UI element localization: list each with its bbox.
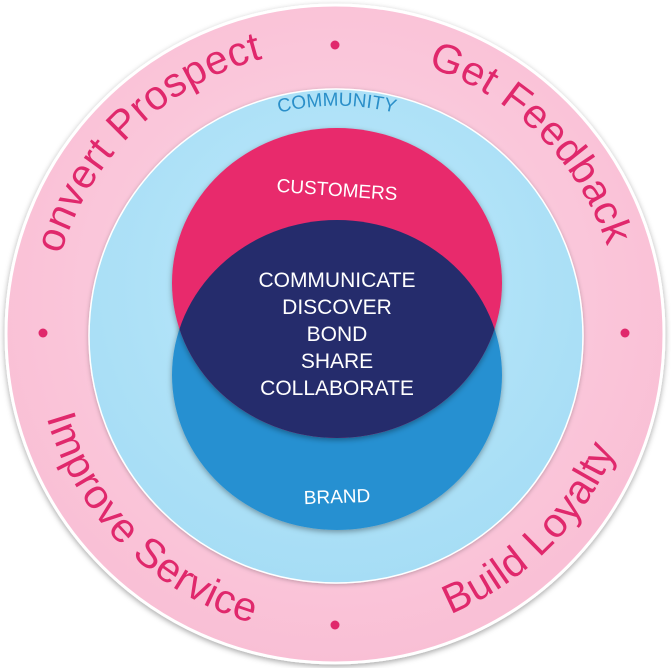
ring-dot-top <box>330 40 340 50</box>
ring-dot-bottom <box>330 620 340 630</box>
ring-dot-right <box>620 328 630 338</box>
ring-dot-left <box>38 328 48 338</box>
center-line-bond: BOND <box>307 323 368 346</box>
center-line-share: SHARE <box>301 350 373 373</box>
overlap-region <box>172 220 502 438</box>
center-line-discover: DISCOVER <box>282 296 392 319</box>
brand-label: BRAND <box>303 486 370 509</box>
center-line-communicate: COMMUNICATE <box>258 269 415 292</box>
center-line-collaborate: COLLABORATE <box>260 377 414 400</box>
